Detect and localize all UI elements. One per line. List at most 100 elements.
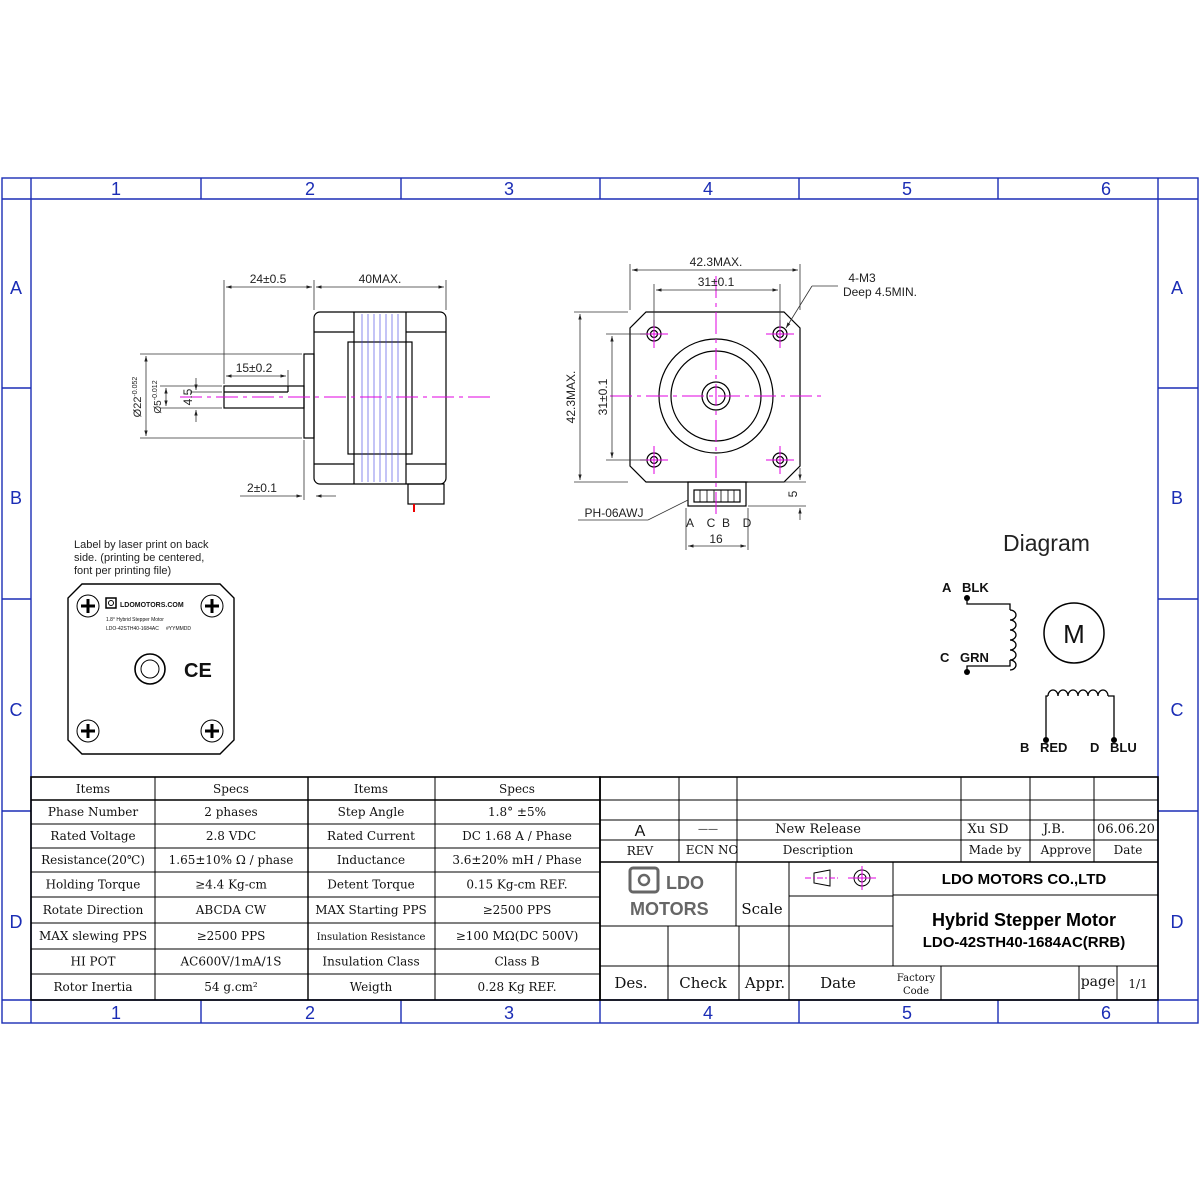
col-label-top: 1 — [111, 179, 121, 199]
spec-value: 0.28 Kg REF. — [477, 980, 556, 994]
spec-value: ≥2500 PPS — [483, 903, 552, 917]
spec-item: MAX slewing PPS — [39, 929, 147, 943]
spec-item: HI POT — [71, 955, 116, 969]
hdr-date: Date — [1114, 843, 1143, 857]
spec-item: Rated Voltage — [50, 829, 135, 843]
hdr-approve: Approve — [1040, 843, 1092, 857]
connector-name: PH-06AWJ — [585, 506, 644, 520]
svg-text:side. (printing be centered,: side. (printing be centered, — [74, 552, 204, 564]
rev-approve: J.B. — [1041, 822, 1065, 837]
spec-value: AC600V/1mA/1S — [179, 955, 281, 969]
rev-ecn: —— — [698, 824, 718, 835]
screw-icon — [76, 594, 100, 618]
spec-header: Specs — [499, 782, 535, 796]
spec-item: Detent Torque — [327, 878, 415, 892]
company-logo: LDO MOTORS — [628, 866, 709, 919]
svg-text:LDO: LDO — [666, 873, 704, 893]
rev-description: New Release — [775, 822, 861, 837]
spec-header: Items — [76, 782, 110, 796]
company-name: LDO MOTORS CO.,LTD — [942, 871, 1107, 888]
spec-item: Weigth — [350, 980, 393, 994]
col-label-bottom: 5 — [902, 1003, 912, 1023]
col-label-top: 4 — [703, 179, 713, 199]
title-block: LDO MOTORS A —— New Release Xu SD J.B. 0… — [599, 776, 1159, 1001]
hdr-made-by: Made by — [969, 843, 1022, 857]
label-line1: 1.8° Hybrid Stepper Motor — [106, 617, 164, 623]
wire-color-grn: GRN — [960, 650, 989, 665]
label-line3: #YYMMDD — [166, 626, 191, 632]
connector-pin: B — [722, 516, 730, 530]
connector-pin: D — [743, 516, 752, 530]
col-label-bottom: 4 — [703, 1003, 713, 1023]
dim-body-length: 40MAX. — [359, 272, 402, 286]
wire-color-red: RED — [1040, 740, 1067, 755]
col-label-bottom: 1 — [111, 1003, 121, 1023]
spec-item: Insulation Class — [322, 955, 419, 969]
dim-flat: 4.5 — [181, 388, 195, 405]
spec-item: Inductance — [337, 853, 405, 867]
hdr-description: Description — [783, 843, 854, 857]
spec-value: ABCDA CW — [195, 903, 267, 917]
svg-text:Label by laser print on back: Label by laser print on back — [74, 539, 209, 551]
label-brand: LDOMOTORS.COM — [120, 602, 184, 609]
brand-logo-icon — [105, 597, 117, 609]
wire-pin-d: D — [1090, 740, 1099, 755]
spec-value: 0.15 Kg-cm REF. — [466, 878, 567, 892]
side-view: 24±0.5 40MAX. 15±0.2 2±0.1 Ø22-0.052 Ø5-… — [132, 272, 495, 512]
wire-pin-a: A — [942, 580, 952, 595]
row-label-right: A — [1171, 278, 1183, 298]
spec-header: Items — [354, 782, 388, 796]
hdr-ecn: ECN NO — [686, 843, 739, 857]
rev-made-by: Xu SD — [967, 822, 1008, 837]
footer-date: Date — [820, 974, 856, 992]
footer-factory: Factory — [897, 973, 936, 984]
dim-shaft-diameter: Ø5-0.012 — [152, 380, 164, 413]
diagram-title: Diagram — [1003, 530, 1090, 556]
front-view: 42.3MAX. 31±0.1 4-M3 Deep 4.5MIN. PH-06A… — [564, 255, 917, 550]
wiring-diagram: Diagram M A BLK C GRN B RED D BLU — [940, 530, 1137, 755]
wire-color-blk: BLK — [962, 580, 989, 595]
motor-letter: M — [1063, 619, 1085, 649]
ce-mark: CE — [184, 660, 212, 682]
col-label-top: 5 — [902, 179, 912, 199]
dim-boss-height: 2±0.1 — [247, 481, 277, 495]
spec-value: 2 phases — [204, 805, 257, 819]
spec-value: ≥4.4 Kg-cm — [195, 878, 267, 892]
spec-value: 1.8° ±5% — [488, 805, 546, 819]
svg-text:font per printing file): font per printing file) — [74, 565, 171, 577]
thread-note-1: 4-M3 — [848, 271, 876, 285]
spec-value: 54 g.cm² — [204, 980, 258, 994]
spec-value: Class B — [494, 955, 539, 969]
spec-value: 3.6±20% mH / Phase — [452, 853, 581, 867]
projection-symbol-icon — [805, 866, 876, 890]
col-label-bottom: 6 — [1101, 1003, 1111, 1023]
row-label-right: D — [1171, 912, 1184, 932]
footer-page-value: 1/1 — [1128, 977, 1147, 991]
row-label-left: D — [10, 912, 23, 932]
dim-boss-diameter: Ø22-0.052 — [132, 377, 144, 418]
row-label-right: C — [1171, 700, 1184, 720]
spec-item: Resistance(20℃) — [41, 853, 145, 867]
screw-icon — [200, 594, 224, 618]
rev-date: 06.06.20 — [1097, 822, 1155, 837]
spec-value: DC 1.68 A / Phase — [462, 829, 572, 843]
row-label-left: B — [10, 488, 22, 508]
dim-hole-spacing-v: 31±0.1 — [596, 378, 610, 415]
spec-item: Phase Number — [48, 805, 138, 819]
dim-connector: 16 — [709, 532, 723, 546]
thread-note-2: Deep 4.5MIN. — [843, 285, 917, 299]
connector-pin: A — [686, 516, 694, 530]
dim-width-max: 42.3MAX. — [690, 255, 743, 269]
motor-symbol — [1043, 602, 1105, 664]
spec-item: Holding Torque — [46, 878, 141, 892]
hdr-rev: REV — [627, 844, 654, 858]
col-label-bottom: 3 — [504, 1003, 514, 1023]
spec-value: 1.65±10% Ω / phase — [169, 853, 294, 867]
footer-code: Code — [903, 986, 929, 997]
part-number: LDO-42STH40-1684AC(RRB) — [923, 934, 1126, 951]
dim-hole-spacing: 31±0.1 — [698, 275, 735, 289]
dim-flat-length: 15±0.2 — [236, 361, 273, 375]
rev-letter: A — [635, 823, 646, 840]
